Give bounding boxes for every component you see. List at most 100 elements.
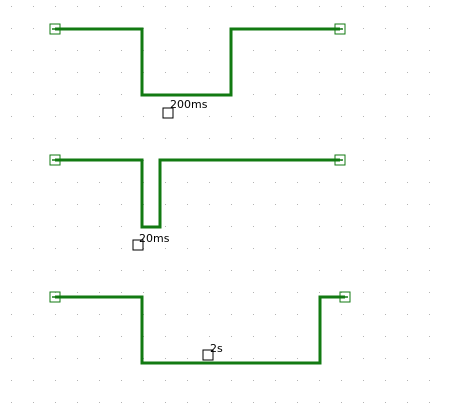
grid-dot (385, 226, 386, 227)
grid-dot (99, 50, 100, 51)
grid-dot (121, 402, 122, 403)
grid-dot (209, 72, 210, 73)
grid-dot (55, 50, 56, 51)
grid-dot (143, 270, 144, 271)
grid-dot (209, 182, 210, 183)
wire[interactable] (55, 295, 345, 365)
grid-dot (165, 6, 166, 7)
grid-dot (253, 336, 254, 337)
grid-dot (187, 358, 188, 359)
grid-dot (77, 226, 78, 227)
grid-dot (385, 50, 386, 51)
grid-dot (99, 182, 100, 183)
pulse-label: 20ms (139, 232, 170, 245)
grid-dot (429, 358, 430, 359)
grid-dot (11, 402, 12, 403)
grid-dot (275, 314, 276, 315)
grid-dot (231, 182, 232, 183)
grid-dot (55, 182, 56, 183)
grid-dot (319, 182, 320, 183)
pulse-waveform-200ms[interactable]: 200ms (49, 23, 346, 119)
grid-dot (55, 94, 56, 95)
grid-dot (11, 380, 12, 381)
grid-dot (11, 226, 12, 227)
label-handle[interactable] (132, 239, 144, 251)
end-terminal[interactable] (334, 154, 346, 166)
grid-dot (429, 50, 430, 51)
grid-dot (187, 248, 188, 249)
start-terminal[interactable] (49, 291, 61, 303)
grid-dot (341, 204, 342, 205)
grid-dot (165, 204, 166, 205)
grid-dot (33, 138, 34, 139)
grid-dot (55, 226, 56, 227)
grid-dot (275, 336, 276, 337)
grid-dot (165, 358, 166, 359)
grid-dot (11, 270, 12, 271)
pulse-waveform-20ms[interactable]: 20ms (49, 154, 346, 251)
grid-dot (363, 94, 364, 95)
grid-dot (77, 94, 78, 95)
grid-dot (363, 226, 364, 227)
grid-dot (297, 6, 298, 7)
grid-dot (11, 116, 12, 117)
grid-dot (121, 314, 122, 315)
grid-dot (187, 50, 188, 51)
grid-dot (341, 336, 342, 337)
grid-dot (209, 292, 210, 293)
grid-dot (385, 204, 386, 205)
grid-dot (319, 270, 320, 271)
grid-dot (99, 226, 100, 227)
grid-dot (33, 248, 34, 249)
grid-dot (77, 292, 78, 293)
grid-dot (407, 182, 408, 183)
grid-dot (341, 226, 342, 227)
grid-dot (407, 270, 408, 271)
grid-dot (121, 226, 122, 227)
grid-dot (209, 226, 210, 227)
label-handle[interactable] (202, 349, 214, 361)
pulse-waveform-2s[interactable]: 2s (49, 291, 351, 365)
grid-dot (209, 380, 210, 381)
start-terminal[interactable] (49, 23, 61, 35)
end-terminal[interactable] (339, 291, 351, 303)
wire[interactable] (55, 158, 340, 229)
grid-dot (275, 72, 276, 73)
grid-dot (187, 182, 188, 183)
grid-dot (385, 28, 386, 29)
grid-dot (385, 160, 386, 161)
start-terminal[interactable] (49, 154, 61, 166)
pulse-label: 2s (210, 342, 223, 355)
grid-dot (275, 226, 276, 227)
label-handle[interactable] (162, 107, 174, 119)
grid-dot (275, 270, 276, 271)
grid-dot (319, 204, 320, 205)
grid-dot (121, 116, 122, 117)
grid-dot (99, 248, 100, 249)
grid-dot (275, 116, 276, 117)
grid-dot (275, 138, 276, 139)
grid-dot (253, 72, 254, 73)
grid-dot (297, 292, 298, 293)
grid-dot (143, 292, 144, 293)
grid-dot (319, 116, 320, 117)
grid-dot (407, 226, 408, 227)
grid-dot (77, 6, 78, 7)
wire[interactable] (55, 27, 340, 97)
grid-dot (253, 116, 254, 117)
grid-dot (209, 204, 210, 205)
grid-dot (275, 402, 276, 403)
grid-dot (275, 182, 276, 183)
end-terminal[interactable] (334, 23, 346, 35)
grid-dot (429, 28, 430, 29)
grid-dot (429, 160, 430, 161)
grid-dot (385, 182, 386, 183)
grid-dot (165, 380, 166, 381)
grid-dot (99, 72, 100, 73)
grid-dot (165, 248, 166, 249)
grid-dot (55, 72, 56, 73)
grid-dot (11, 28, 12, 29)
grid-dot (275, 204, 276, 205)
grid-dot (297, 116, 298, 117)
